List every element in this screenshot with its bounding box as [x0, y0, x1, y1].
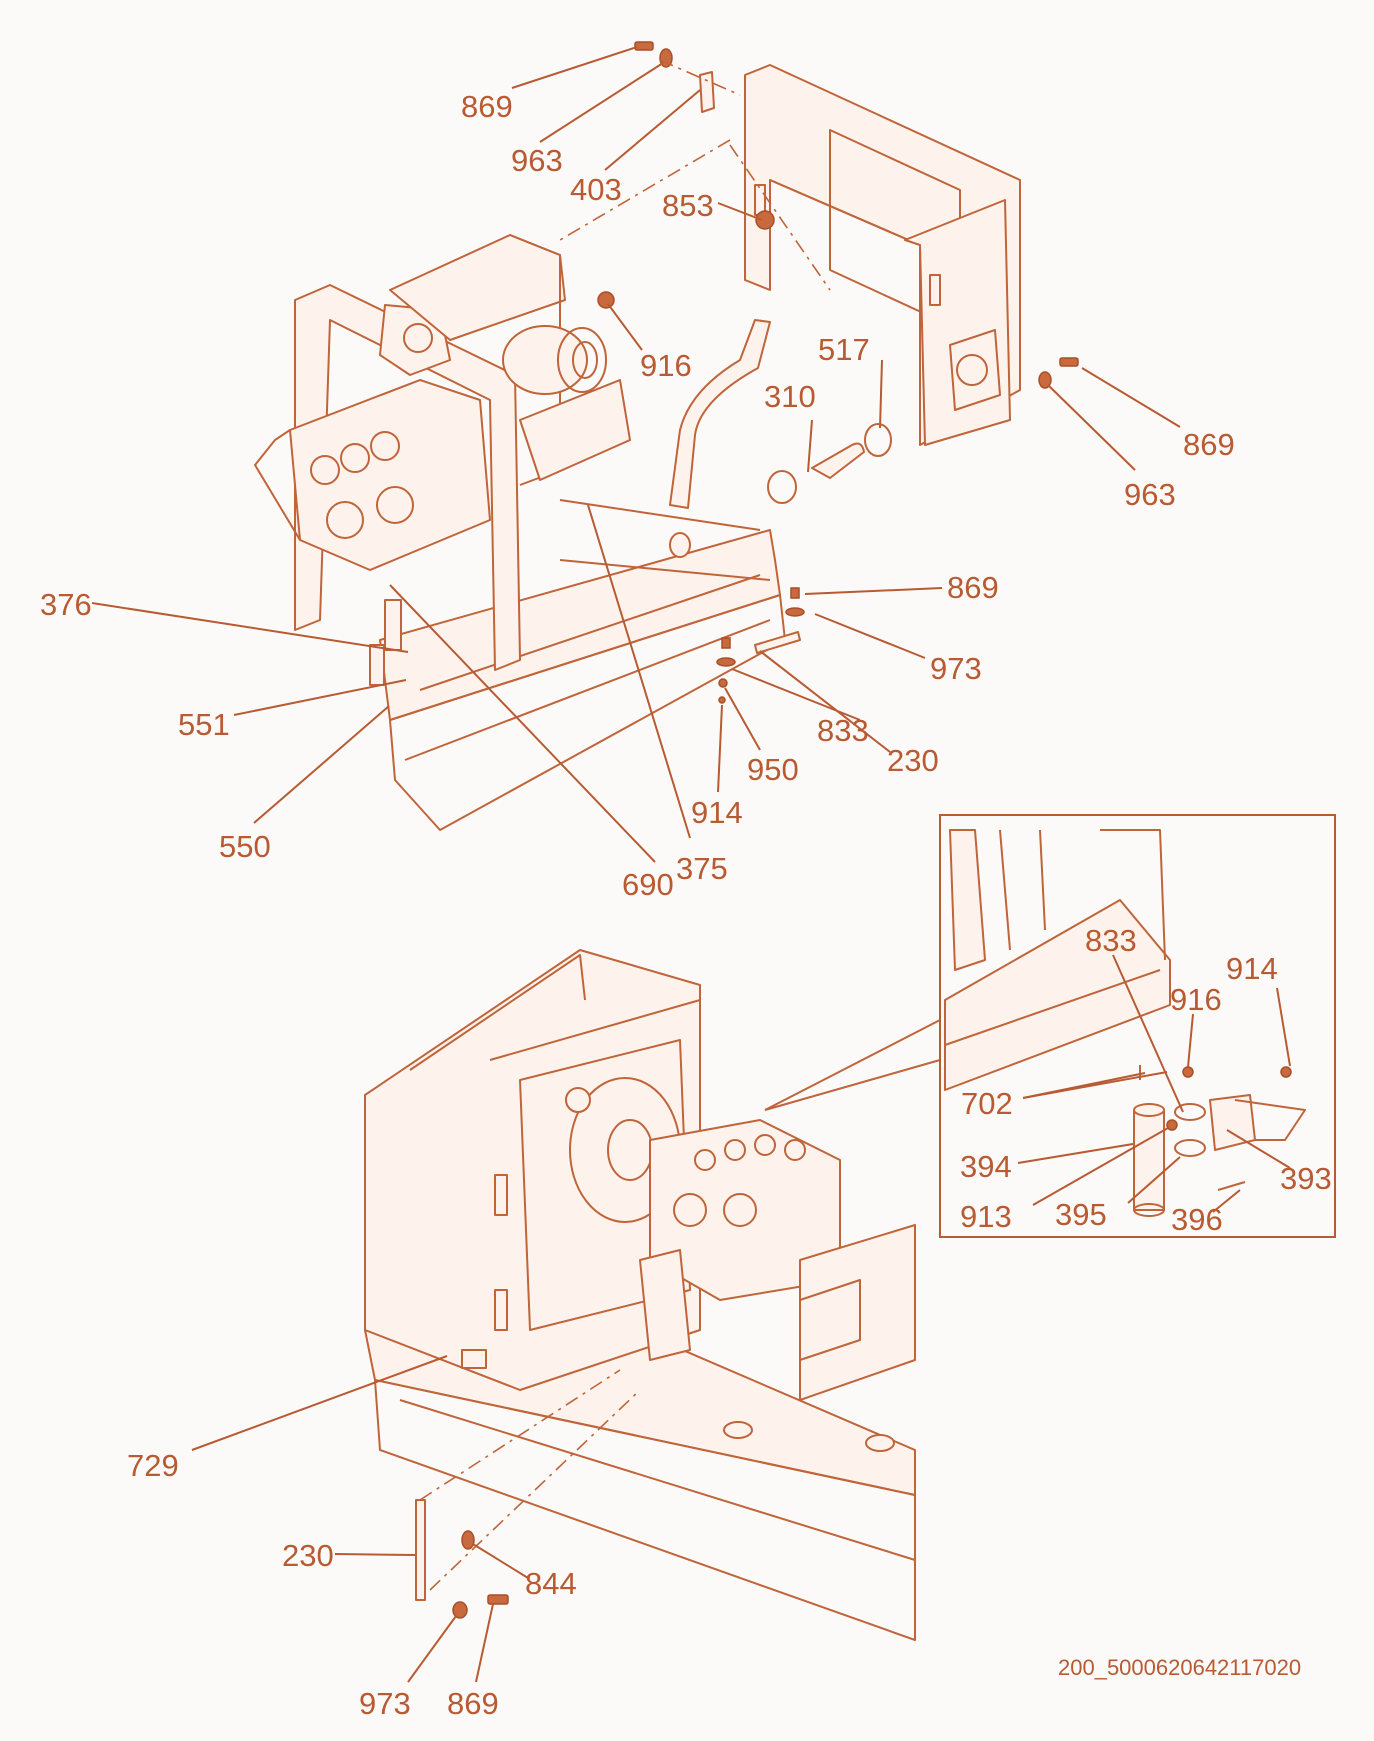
upper-frame-assembly	[254, 234, 786, 831]
label-551: 551	[178, 707, 230, 742]
label-393: 393	[1280, 1161, 1332, 1196]
label-963-top: 963	[511, 143, 563, 178]
inset-pointer-bottom	[764, 1059, 941, 1111]
label-395: 395	[1055, 1197, 1107, 1232]
drawing-reference-code: 200_5000620642117020	[1058, 1655, 1301, 1680]
label-914-top: 914	[691, 795, 743, 830]
label-913: 913	[960, 1199, 1012, 1234]
label-869-right: 869	[1183, 427, 1235, 462]
label-729: 729	[127, 1448, 179, 1483]
label-869-top: 869	[461, 89, 513, 124]
label-963-right: 963	[1124, 477, 1176, 512]
side-door-panel	[699, 64, 1021, 446]
label-869-bottom: 869	[447, 1686, 499, 1721]
label-310: 310	[764, 379, 816, 414]
label-833-top: 833	[817, 713, 869, 748]
label-690: 690	[622, 867, 674, 902]
inset-pointer-top	[764, 1019, 941, 1111]
label-375: 375	[676, 851, 728, 886]
label-230-top: 230	[887, 743, 939, 778]
label-916-inset: 916	[1170, 982, 1222, 1017]
label-853: 853	[662, 188, 714, 223]
label-950: 950	[747, 752, 799, 787]
lower-canopy-assembly	[364, 949, 916, 1641]
label-833-inset: 833	[1085, 923, 1137, 958]
label-702: 702	[961, 1086, 1013, 1121]
label-916-top: 916	[640, 348, 692, 383]
label-376: 376	[40, 587, 92, 622]
fastener-parts-top	[597, 41, 1079, 704]
detail-inset	[939, 814, 1336, 1238]
label-973-bottom: 973	[359, 1686, 411, 1721]
label-230-bottom: 230	[282, 1538, 334, 1573]
label-394: 394	[960, 1149, 1012, 1184]
fastener-parts-bottom	[415, 1369, 641, 1619]
label-517: 517	[818, 332, 870, 367]
label-914-inset: 914	[1226, 951, 1278, 986]
label-844: 844	[525, 1566, 577, 1601]
alignment-lines-top	[559, 59, 831, 291]
label-550: 550	[219, 829, 271, 864]
label-396: 396	[1171, 1202, 1223, 1237]
label-869-mid: 869	[947, 570, 999, 605]
leader-lines	[91, 46, 1291, 1683]
label-403: 403	[570, 172, 622, 207]
label-973-mid: 973	[930, 651, 982, 686]
part-number-labels: 869 963 403 853 916 517 310 869 963 869 …	[40, 89, 1332, 1721]
